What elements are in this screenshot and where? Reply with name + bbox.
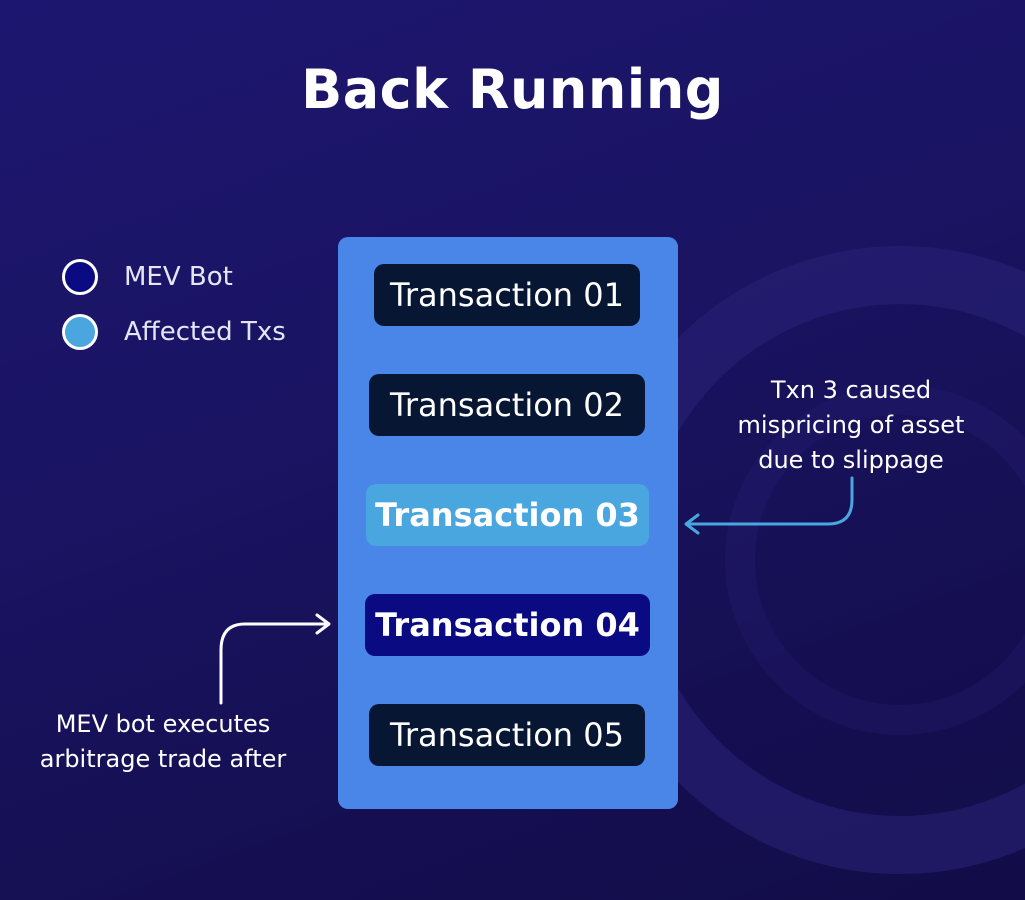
annotation-slippage-line: Txn 3 caused: [770, 376, 932, 404]
annotation-arbitrage-line: MEV bot executes: [55, 710, 271, 738]
annotation-slippage-line: mispricing of asset: [737, 411, 965, 439]
transaction-02-box: Transaction 02: [369, 374, 645, 436]
arrow-to-transaction-04: [219, 613, 331, 705]
annotation-slippage-line: due to slippage: [758, 446, 944, 474]
transaction-05-box: Transaction 05: [369, 704, 645, 766]
transaction-01-box: Transaction 01: [374, 264, 640, 326]
transaction-03-box: Transaction 03: [366, 484, 649, 546]
legend-dot-affected-txs: [62, 314, 98, 350]
annotation-slippage: Txn 3 caused mispricing of asset due to …: [716, 373, 986, 478]
arrow-to-transaction-03: [684, 476, 854, 535]
page-title: Back Running: [301, 58, 724, 121]
transaction-04-box: Transaction 04: [365, 594, 650, 656]
legend-item-mev-bot: MEV Bot: [62, 259, 233, 295]
annotation-arbitrage-line: arbitrage trade after: [39, 745, 287, 773]
legend-label-mev-bot: MEV Bot: [124, 262, 233, 292]
annotation-arbitrage: MEV bot executes arbitrage trade after: [22, 707, 304, 777]
legend-item-affected-txs: Affected Txs: [62, 314, 286, 350]
legend-dot-mev-bot: [62, 259, 98, 295]
legend-label-affected-txs: Affected Txs: [124, 317, 286, 347]
